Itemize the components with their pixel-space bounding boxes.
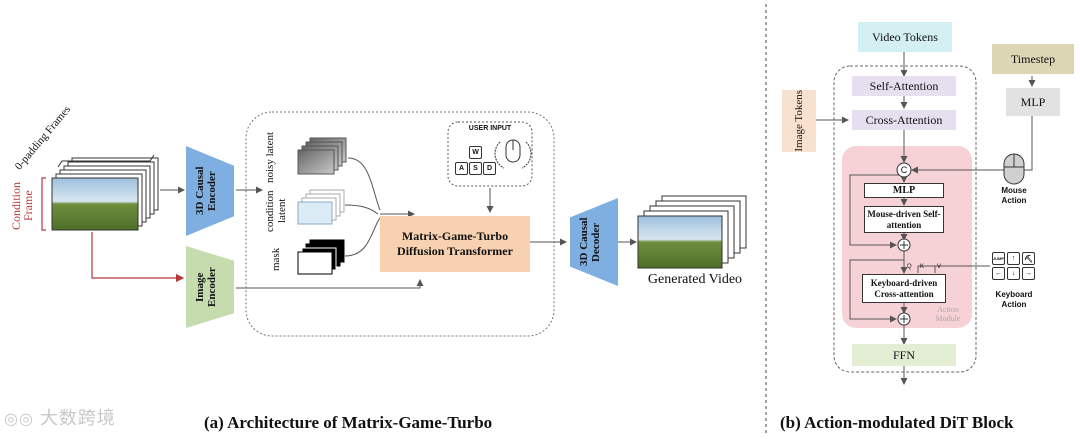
action-module-label: Action Module [935,305,961,323]
causal-decoder-label: 3D Causal Decoder [578,217,602,267]
key-jump: JUMP [992,252,1005,265]
user-input-label: USER INPUT [468,125,512,132]
latent-group-frame [245,111,555,337]
image-encoder-block [186,246,234,328]
key-right: → [1022,267,1035,280]
key-a: A [455,162,468,175]
action-mlp-block: MLP [864,183,944,198]
concat-node [896,162,912,178]
mouse-icon [1003,153,1025,185]
key-w: W [469,146,482,159]
caption-left: (a) Architecture of Matrix-Game-Turbo [204,413,493,432]
image-encoder-label: Image Encoder [194,267,218,307]
q-label: Q [907,264,912,270]
k-label: K [920,264,925,270]
timestep-mlp-block: MLP [1006,88,1060,116]
image-tokens-block: Image Tokens [782,90,816,152]
watermark-logo-icon: ◎◎ [4,411,34,428]
video-tokens-block: Video Tokens [858,22,952,52]
condition-latent-label: condition latent [264,190,288,232]
mask-label: mask [270,247,282,271]
condition-latent-stack [297,189,345,225]
generated-video-label: Generated Video [647,272,743,287]
diffusion-transformer-block: Matrix-Game-Turbo Diffusion Transformer [380,216,530,272]
key-d: D [483,162,496,175]
generated-video-stack [637,195,747,269]
mask-stack [297,239,345,275]
keyboard-action-label: Keyboard Action [995,290,1033,309]
causal-encoder-label: 3D Causal Encoder [194,166,218,216]
key-attack-icon: ⛏ [1022,252,1035,265]
noisy-latent-label: noisy latent [264,131,276,183]
frame-stack [51,157,159,231]
self-attention-block: Self-Attention [852,76,956,96]
ffn-block: FFN [852,344,956,366]
key-left: ← [992,267,1005,280]
concat-symbol: C [900,165,908,175]
key-up: ↑ [1007,252,1020,265]
noisy-latent-stack [297,137,347,175]
cross-attention-block: Cross-Attention [852,110,956,130]
key-down: ↓ [1007,267,1020,280]
mouse-self-attention-block: Mouse-driven Self-attention [864,206,944,233]
mouse-action-label: Mouse Action [1001,186,1027,205]
v-label: V [937,264,942,270]
caption-right: (b) Action-modulated DiT Block [780,413,1014,432]
dit-block-frame [833,65,977,373]
image-tokens-label: Image Tokens [793,90,805,152]
watermark: ◎◎ 大数跨境 [4,408,116,428]
condition-frame-label: Condition Frame [9,182,35,231]
key-s: S [469,162,482,175]
timestep-block: Timestep [992,44,1074,74]
keyboard-cross-attention-block: Keyboard-driven Cross-attention [862,274,946,303]
